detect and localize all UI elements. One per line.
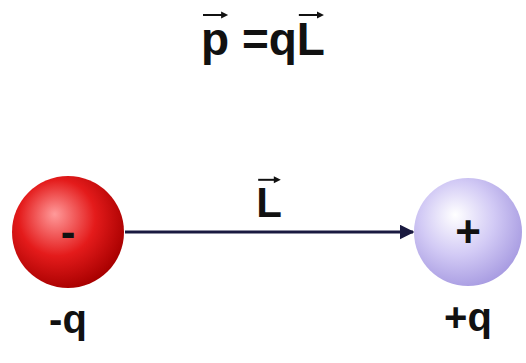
sphere-fill xyxy=(414,178,522,286)
charge-label: +q xyxy=(444,295,492,339)
formula-title: p =qL xyxy=(201,12,325,67)
vector-label: L xyxy=(253,180,285,226)
positive-charge: ++q xyxy=(413,177,523,287)
sphere-fill xyxy=(12,176,124,288)
negative-charge: --q xyxy=(11,175,125,289)
dipole-vector xyxy=(125,231,413,234)
charge-sign: - xyxy=(61,208,76,256)
charge-sign: + xyxy=(455,208,481,256)
charge-label: -q xyxy=(49,297,87,341)
